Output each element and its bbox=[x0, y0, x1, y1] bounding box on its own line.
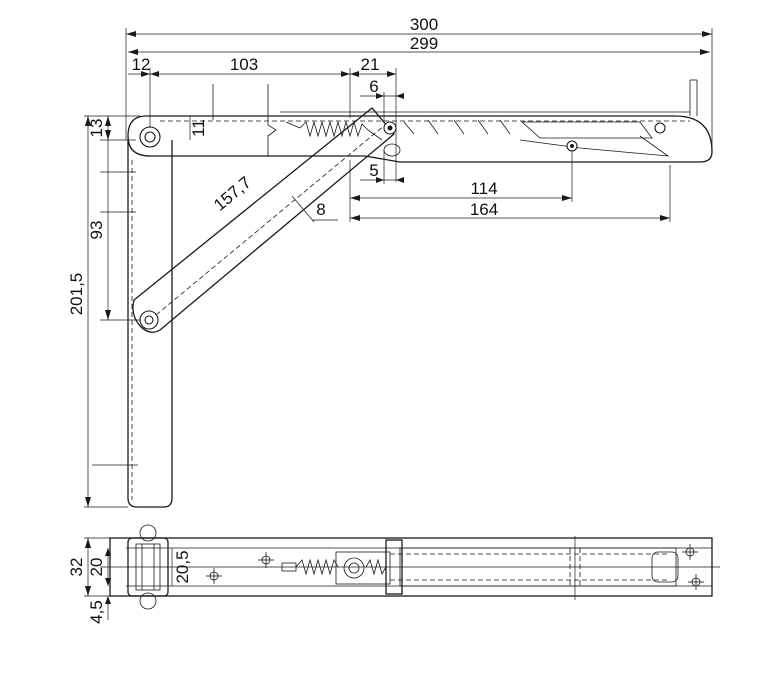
dim-slide-travel: 114 bbox=[470, 179, 497, 198]
side-view-dimensions bbox=[84, 28, 713, 508]
dim-strut-drop: 93 bbox=[87, 221, 106, 240]
dim-spring-offset: 21 bbox=[361, 55, 380, 74]
dim-slot-offset: 5 bbox=[369, 161, 378, 180]
dim-slide-length: 164 bbox=[470, 200, 498, 219]
dim-pivot-offset: 12 bbox=[132, 55, 151, 74]
plan-view-labels: 32 20 20,5 4,5 bbox=[67, 550, 192, 623]
dim-plan-offset: 4,5 bbox=[87, 600, 106, 624]
dim-overall-length: 300 bbox=[410, 15, 438, 34]
dim-plan-center-width: 20,5 bbox=[173, 550, 192, 583]
dim-plan-width: 32 bbox=[67, 558, 86, 577]
plan-view bbox=[100, 524, 720, 610]
dim-total-height: 201,5 bbox=[67, 273, 86, 316]
dim-top-height: 13 bbox=[87, 119, 106, 138]
dim-plan-inner-width: 20 bbox=[87, 558, 106, 577]
dim-arm-length: 299 bbox=[410, 34, 438, 53]
dim-pivot-to-spring: 103 bbox=[230, 55, 258, 74]
dim-arm-thickness: 11 bbox=[189, 119, 208, 137]
side-view-labels: 300 299 12 103 21 6 5 114 164 8 157,7 13… bbox=[67, 15, 498, 315]
dim-strut-width: 8 bbox=[316, 200, 325, 219]
dim-slot-width: 6 bbox=[369, 77, 378, 96]
plan-view-dimensions bbox=[84, 537, 173, 620]
slide-slots bbox=[403, 119, 670, 157]
side-view bbox=[92, 79, 713, 508]
